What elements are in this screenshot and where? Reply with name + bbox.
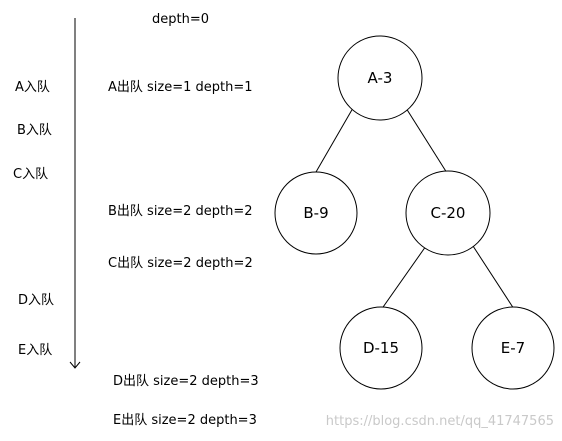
enqueue-label-e: E入队 [18, 343, 53, 358]
dequeue-label-e: E出队 size=2 depth=3 [113, 413, 257, 428]
edge-c-d [380, 245, 427, 311]
node-label-b: B-9 [303, 204, 328, 222]
start-depth-label: depth=0 [152, 12, 210, 27]
enqueue-label-d: D入队 [18, 293, 55, 308]
enqueue-label-c: C入队 [13, 167, 49, 182]
tree-node-d: D-15 [339, 306, 423, 390]
edge-a-b [315, 107, 354, 173]
dequeue-label-c: C出队 size=2 depth=2 [108, 256, 253, 271]
node-label-d: D-15 [363, 339, 399, 357]
tree-node-b: B-9 [274, 171, 358, 255]
enqueue-label-a: A入队 [15, 80, 50, 95]
node-label-c: C-20 [431, 204, 466, 222]
node-label-a: A-3 [368, 69, 393, 87]
watermark-url: https://blog.csdn.net/qq_41747565 [325, 414, 554, 429]
edge-a-c [405, 107, 448, 174]
edge-c-e [472, 245, 515, 310]
node-label-e: E-7 [501, 339, 525, 357]
tree-node-c: C-20 [405, 170, 491, 256]
dequeue-label-a: A出队 size=1 depth=1 [108, 80, 253, 95]
dequeue-label-d: D出队 size=2 depth=3 [113, 374, 259, 389]
dequeue-label-b: B出队 size=2 depth=2 [108, 204, 253, 219]
tree-node-e: E-7 [471, 306, 555, 390]
tree-node-a: A-3 [337, 35, 423, 121]
enqueue-label-b: B入队 [17, 123, 52, 138]
